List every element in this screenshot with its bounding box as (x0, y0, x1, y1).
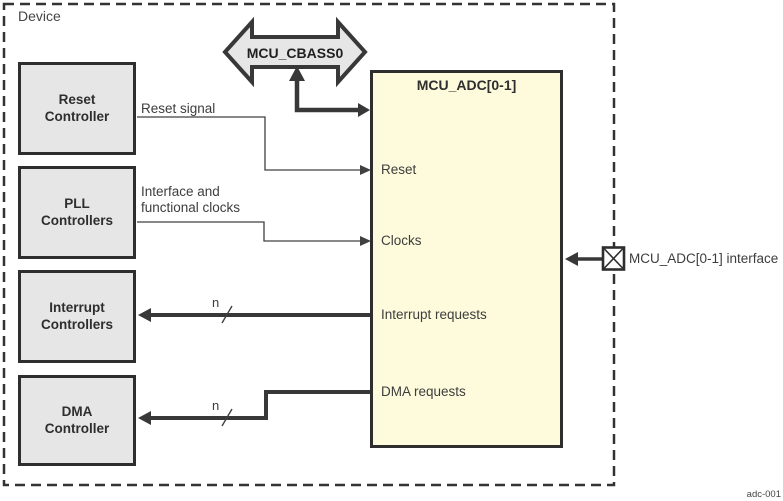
mcu-adc-title: MCU_ADC[0-1] (416, 77, 517, 93)
block-reset-controller: Reset Controller (18, 62, 136, 155)
interface-label: MCU_ADC[0-1] interface (629, 251, 779, 266)
block-interrupt-controllers: Interrupt Controllers (18, 270, 136, 363)
block-pll-controllers: PLL Controllers (18, 166, 136, 259)
arrow-right-icon (360, 165, 371, 175)
reset-signal-wire (137, 116, 361, 171)
adc-port-interrupt-requests: Interrupt requests (381, 307, 487, 322)
bus-to-adc-wire (294, 79, 358, 113)
boundary-pin-icon (601, 246, 626, 271)
arrow-right-icon (358, 103, 370, 117)
bus-double-arrow (222, 16, 368, 88)
adc-port-clocks: Clocks (381, 233, 422, 248)
figure-id: adc-001 (746, 488, 781, 500)
block-dma-controller: DMA Controller (18, 375, 136, 466)
block-label: Interrupt Controllers (40, 299, 113, 332)
arrow-left-icon (565, 252, 578, 266)
arrow-right-icon (360, 236, 371, 246)
block-label: PLL Controllers (40, 195, 113, 228)
dma-bus-width-label: n (212, 398, 220, 413)
bus-width-slash (221, 408, 233, 427)
adc-port-reset: Reset (381, 162, 417, 177)
arrow-up-icon (289, 66, 305, 81)
adc-port-dma-requests: DMA requests (381, 384, 466, 399)
clocks-signal-label: Interface and functional clocks (141, 184, 241, 215)
bus-width-slash (221, 305, 233, 324)
block-label: DMA Controller (44, 403, 110, 436)
arrow-left-icon (138, 308, 151, 322)
clocks-wire (137, 221, 361, 242)
bus-label: MCU_CBASS0 (246, 45, 344, 61)
reset-signal-label: Reset signal (141, 101, 216, 116)
device-label: Device (18, 8, 61, 24)
arrow-left-icon (138, 411, 151, 425)
block-label: Reset Controller (44, 91, 110, 124)
block-mcu-adc (370, 70, 563, 448)
interrupt-bus-width-label: n (212, 295, 220, 310)
device-boundary (2, 2, 616, 487)
dma-requests-wire (150, 390, 370, 420)
